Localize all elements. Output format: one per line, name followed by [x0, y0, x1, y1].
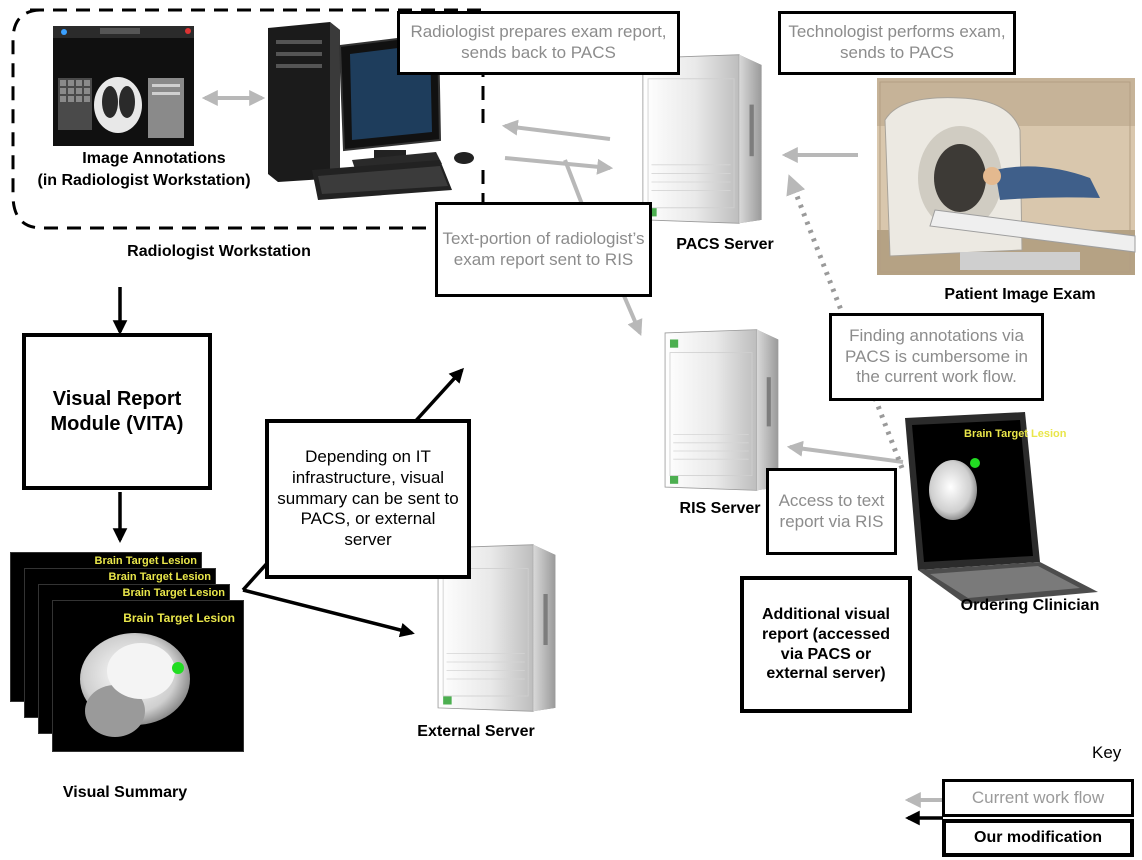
- scan-caption: Brain Target Lesion: [108, 571, 211, 583]
- radiologist-prepares-box: Radiologist prepares exam report, sends …: [397, 11, 680, 75]
- scan-caption: Brain Target Lesion: [94, 555, 197, 567]
- key-our-modification-box: Our modification: [942, 819, 1134, 857]
- workstation-computer-icon: [268, 22, 474, 200]
- scan-caption: Brain Target Lesion: [122, 587, 225, 599]
- depending-it-box: Depending on IT infrastructure, visual s…: [265, 419, 471, 579]
- key-title: Key: [1092, 743, 1122, 762]
- summary-scan-4: Brain Target Lesion: [52, 600, 244, 752]
- ct-scanner-icon: [877, 78, 1136, 275]
- visual-report-module-box: Visual Report Module (VITA): [22, 333, 212, 490]
- image-annotation-screenshot-icon: [53, 26, 194, 146]
- image-annotations-label: Image Annotations: [82, 150, 226, 167]
- scan-caption: Brain Target Lesion: [123, 611, 235, 625]
- arrow-pacs-to-workstation: [501, 119, 611, 141]
- arrow-workstation-to-pacs: [504, 156, 614, 175]
- finding-annotations-box: Finding annotations via PACS is cumberso…: [829, 313, 1044, 401]
- laptop-icon: [905, 412, 1098, 604]
- key-current-workflow-box: Current work flow: [942, 779, 1134, 817]
- radiologist-workstation-label: Radiologist Workstation: [127, 243, 311, 260]
- visual-summary-label: Visual Summary: [62, 784, 188, 801]
- text-portion-box: Text-portion of radiologist’s exam repor…: [435, 202, 652, 297]
- external-server-label: External Server: [417, 723, 535, 740]
- pacs-server-label: PACS Server: [676, 236, 774, 253]
- laptop-scan-caption: Brain Target Lesion: [964, 428, 1067, 440]
- arrow-clinician-to-ris: [786, 440, 904, 464]
- technologist-performs-box: Technologist performs exam, sends to PAC…: [778, 11, 1016, 75]
- skull-image-icon: [80, 633, 190, 737]
- ris-server-label: RIS Server: [679, 500, 761, 517]
- ris-server-icon: [664, 329, 779, 491]
- image-annotations-sublabel: (in Radiologist Workstation): [37, 172, 251, 189]
- workstation-region-dashed: [11, 8, 485, 230]
- arrow-to-external-server: [242, 588, 415, 638]
- pacs-server-icon: [642, 54, 763, 224]
- access-text-box: Access to text report via RIS: [766, 468, 897, 555]
- additional-visual-report-box: Additional visual report (accessed via P…: [740, 576, 912, 713]
- patient-image-exam-label: Patient Image Exam: [944, 286, 1096, 303]
- ordering-clinician-label: Ordering Clinician: [960, 597, 1100, 614]
